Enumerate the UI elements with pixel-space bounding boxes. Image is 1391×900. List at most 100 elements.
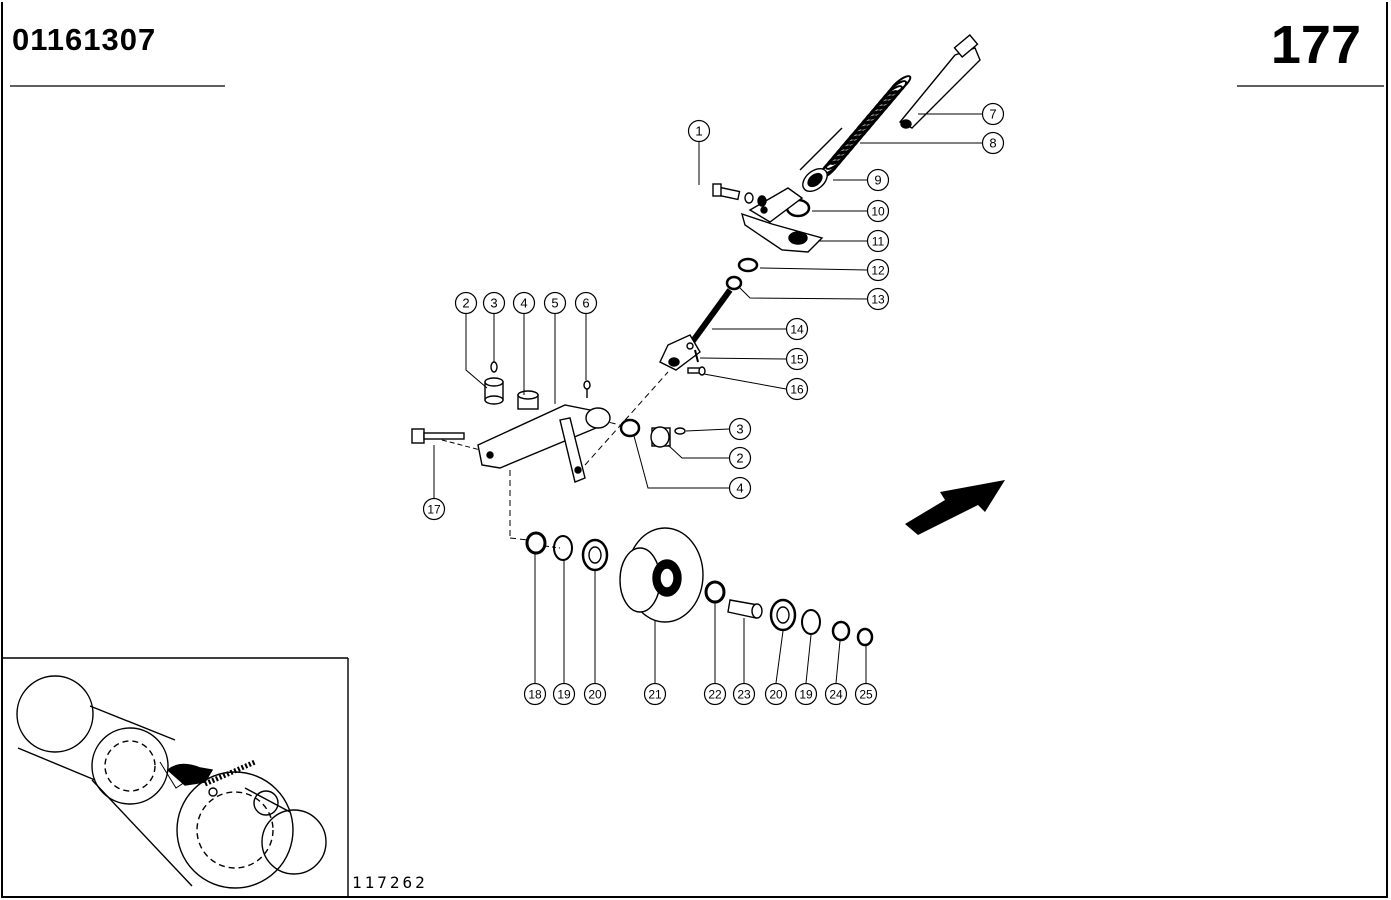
- callout-balloon: [866, 199, 890, 223]
- callout-8: 8: [860, 131, 1005, 155]
- callout-12: 12: [759, 258, 890, 282]
- callout-2: 2: [667, 444, 752, 470]
- callout-balloon: [512, 291, 536, 315]
- callout-20: 20: [764, 630, 788, 706]
- callout-9: 9: [833, 168, 890, 192]
- figure-code: 117262: [352, 873, 428, 892]
- callout-label: 21: [648, 688, 662, 702]
- callout-balloon: [552, 682, 576, 706]
- bearing-part-20b: [769, 598, 797, 632]
- callout-label: 24: [829, 688, 843, 702]
- tensioner-arm-part-5: [477, 404, 611, 483]
- callout-label: 20: [769, 688, 783, 702]
- circlip-part-19: [553, 535, 573, 561]
- bushing-part-2b: [650, 426, 671, 448]
- callout-label: 13: [871, 293, 885, 307]
- callout-1: 1: [687, 119, 711, 185]
- callout-balloon: [482, 291, 506, 315]
- callout-balloon: [728, 476, 752, 500]
- bushing-part-4b: [619, 418, 641, 438]
- direction-arrow-icon: [905, 480, 1005, 535]
- bushing-part-4: [517, 390, 539, 410]
- callout-7: 7: [918, 102, 1005, 126]
- inset-overview: [2, 657, 349, 897]
- circlip-part-19b: [801, 609, 821, 635]
- callout-balloon: [824, 682, 848, 706]
- callout-balloon: [854, 682, 878, 706]
- leader-line: [805, 634, 812, 684]
- pulley-part-21: [619, 527, 704, 623]
- callout-22: 22: [703, 603, 727, 706]
- callout-6: 6: [574, 291, 598, 380]
- callout-balloon: [422, 497, 446, 521]
- callout-label: 3: [490, 296, 497, 311]
- callout-balloon: [785, 317, 809, 341]
- leader-line: [699, 357, 787, 360]
- callout-label: 15: [790, 353, 804, 367]
- clip-part-6: [583, 380, 591, 398]
- callout-balloon: [866, 168, 890, 192]
- callout-4: 4: [512, 291, 536, 395]
- callout-label: 2: [462, 296, 469, 311]
- callout-balloon: [454, 291, 478, 315]
- callout-label: 25: [859, 688, 873, 702]
- callout-label: 3: [736, 422, 743, 437]
- callout-10: 10: [812, 199, 890, 223]
- callout-4: 4: [633, 435, 752, 500]
- callout-23: 23: [732, 618, 756, 706]
- callout-20: 20: [583, 571, 607, 706]
- callout-balloon: [643, 682, 667, 706]
- callout-17: 17: [422, 445, 446, 521]
- nut-part-25: [856, 627, 874, 647]
- callout-balloon: [866, 287, 890, 311]
- callout-3: 3: [685, 417, 752, 441]
- page-number: 177: [1270, 15, 1361, 75]
- callout-label: 9: [874, 173, 881, 188]
- bracket-part-11: [740, 187, 824, 253]
- callout-label: 23: [737, 688, 751, 702]
- leader-line: [667, 444, 729, 459]
- part-number: 01161307: [12, 22, 157, 57]
- callout-label: 12: [871, 264, 885, 278]
- callout-balloon: [583, 682, 607, 706]
- leader-line: [465, 314, 488, 389]
- bearing-part-20: [581, 538, 609, 572]
- callout-balloon: [543, 291, 567, 315]
- callout-label: 11: [872, 235, 885, 249]
- callout-label: 18: [528, 688, 542, 702]
- callout-balloon: [981, 131, 1005, 155]
- bolt-part-1: [712, 183, 767, 207]
- callout-balloon: [523, 682, 547, 706]
- callout-label: 20: [588, 688, 602, 702]
- callout-label: 16: [790, 383, 804, 397]
- leader-line: [633, 435, 729, 489]
- callout-label: 4: [736, 481, 743, 496]
- callout-label: 10: [871, 205, 885, 219]
- leader-line: [685, 428, 730, 432]
- callout-balloon: [981, 102, 1005, 126]
- threaded-rod-part-14: [659, 288, 733, 371]
- bushing-part-2: [484, 377, 504, 405]
- callout-balloon: [785, 377, 809, 401]
- callout-25: 25: [854, 646, 878, 706]
- callout-18: 18: [523, 554, 547, 706]
- callout-19: 19: [552, 560, 576, 706]
- callout-19: 19: [794, 634, 818, 706]
- pin-part-16: [687, 366, 706, 376]
- callout-balloon: [794, 682, 818, 706]
- callout-label: 2: [736, 451, 743, 466]
- callout-24: 24: [824, 640, 848, 706]
- callout-balloon: [866, 258, 890, 282]
- callout-label: 8: [989, 136, 996, 151]
- washer-part-12: [737, 257, 759, 273]
- leader-line: [775, 630, 784, 684]
- callout-label: 17: [427, 503, 441, 517]
- callout-13: 13: [739, 287, 890, 311]
- bushing-part-9: [799, 127, 843, 193]
- pin-part: [898, 33, 981, 129]
- callout-21: 21: [643, 620, 667, 706]
